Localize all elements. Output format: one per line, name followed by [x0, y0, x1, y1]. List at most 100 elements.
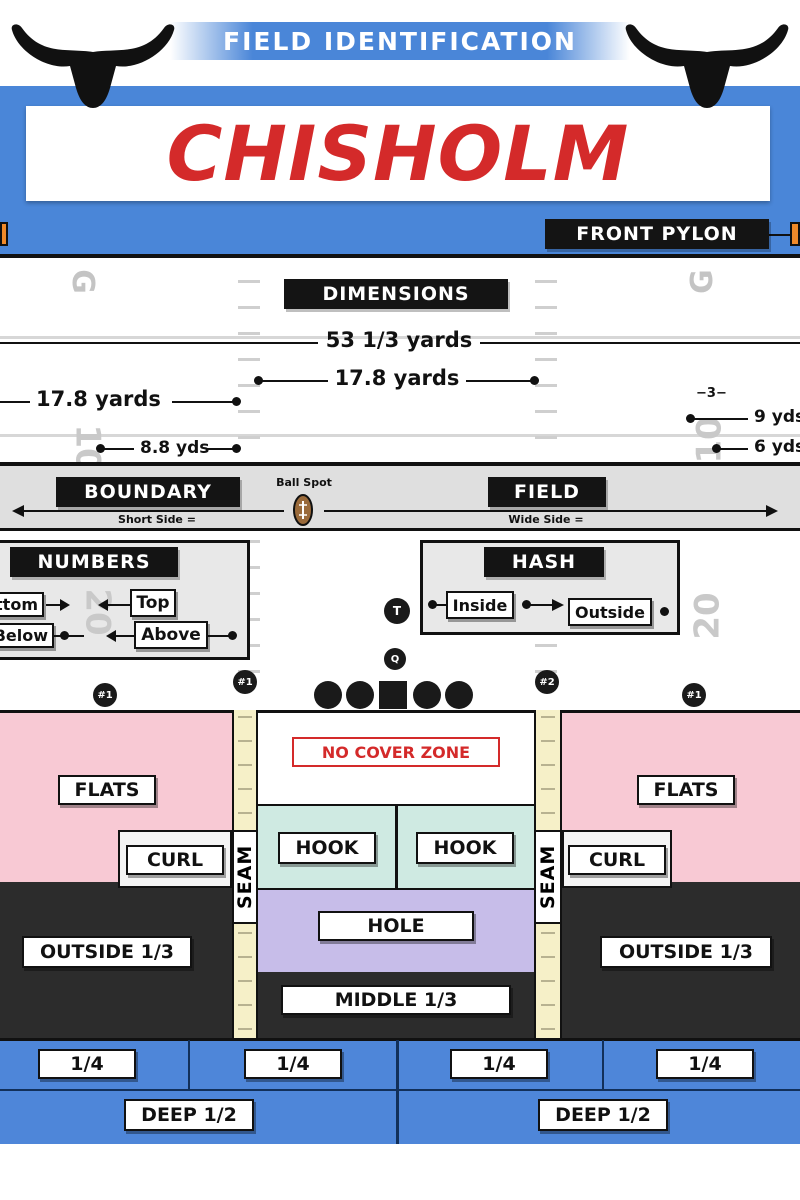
football-icon: [293, 494, 313, 526]
quarter-row-divider: [0, 1089, 800, 1091]
field-width-line: [480, 342, 800, 344]
boundary-label: BOUNDARY: [56, 477, 240, 507]
longhorn-icon: [11, 24, 175, 108]
numbers-to-hash-dot: [232, 397, 241, 406]
yard-number-20: 20: [77, 588, 118, 636]
numbers-bottom-label: Bottom: [0, 592, 44, 617]
yard-number-20: 20: [687, 592, 728, 640]
goal-marker-left: G: [64, 269, 100, 294]
quarter-label: 1/4: [656, 1049, 754, 1079]
right-six-line: [720, 448, 748, 450]
hash-inside-line: [436, 604, 448, 606]
hook-label-right: HOOK: [416, 832, 514, 864]
numbers-offset-line: [206, 448, 234, 450]
numbers-below-label: Below: [0, 623, 54, 648]
field-arrowhead: [766, 505, 778, 517]
middle-third-label: MIDDLE 1/3: [281, 985, 511, 1015]
receiver-badge: #1: [682, 683, 706, 707]
longhorn-icon: [625, 24, 789, 108]
yard-line: [0, 336, 800, 339]
field-label: FIELD: [488, 477, 606, 507]
quarter-divider: [188, 1040, 190, 1090]
hash-width-label: 17.8 yards: [334, 366, 460, 390]
right-nine-label: 9 yds: [754, 407, 800, 427]
lineman: [346, 681, 374, 709]
right-nine-line: [694, 418, 748, 420]
left-pylon: [0, 222, 8, 246]
hash-inside-dot: [428, 600, 437, 609]
right-top-mark: −3−: [696, 386, 727, 401]
right-pylon: [790, 222, 800, 246]
field-width-label: 53 1/3 yards: [325, 328, 473, 352]
flats-label-right: FLATS: [637, 775, 735, 805]
half-divider: [396, 1040, 399, 1144]
numbers-heading: NUMBERS: [10, 547, 178, 577]
hash-width-line: [466, 380, 532, 382]
hash-width-line: [262, 380, 328, 382]
hash-width-dot: [530, 376, 539, 385]
front-pylon-pointer: [766, 234, 790, 236]
numbers-offset-line: [104, 448, 134, 450]
arrowhead: [552, 599, 564, 611]
numbers-to-hash-line: [172, 401, 234, 403]
lineman: [445, 681, 473, 709]
quarter-label: 1/4: [450, 1049, 548, 1079]
no-cover-zone-label: NO COVER ZONE: [292, 737, 500, 767]
numbers-below-line: [54, 635, 84, 637]
numbers-above-line: [208, 635, 230, 637]
curl-label-left: CURL: [126, 845, 224, 875]
lineman: [413, 681, 441, 709]
numbers-above-dot: [228, 631, 237, 640]
arrowhead: [98, 599, 108, 611]
numbers-to-hash-label: 17.8 yards: [36, 387, 161, 411]
page-title: CHISHOLM: [166, 109, 630, 198]
hash-inside-label: Inside: [446, 591, 514, 619]
field-width-line: [0, 342, 318, 344]
boundary-sub-label: Short Side =: [96, 513, 218, 526]
section-divider: [0, 528, 800, 531]
tight-end-badge: T: [384, 598, 410, 624]
right-six-label: 6 yds: [754, 437, 800, 457]
field-sub-label: Wide Side =: [488, 513, 604, 526]
receiver-badge: #1: [93, 683, 117, 707]
quarter-divider: [602, 1040, 604, 1090]
header: CHISHOLM FIELD IDENTIFICATION FRONT PYLO…: [0, 0, 800, 258]
yard-number-10: 10: [689, 416, 730, 464]
outside-third-label-left: OUTSIDE 1/3: [22, 936, 192, 968]
outside-third-label-right: OUTSIDE 1/3: [600, 936, 772, 968]
ball-spot-label: Ball Spot: [276, 476, 332, 489]
hook-divider: [395, 804, 398, 890]
numbers-top-label: Top: [130, 589, 176, 617]
quarterback-badge: Q: [384, 648, 406, 670]
seam-label-left: SEAM: [232, 830, 258, 924]
hole-label: HOLE: [318, 911, 474, 941]
hook-label-left: HOOK: [278, 832, 376, 864]
banner-title: FIELD IDENTIFICATION: [223, 26, 577, 56]
numbers-bottom-arrow: [46, 604, 62, 606]
arrowhead: [106, 630, 116, 642]
goal-marker-right: G: [684, 269, 720, 294]
boundary-arrow: [20, 510, 284, 512]
deep-half-label-right: DEEP 1/2: [538, 1099, 668, 1131]
receiver-badge: #1: [233, 670, 257, 694]
header-divider: [0, 254, 800, 258]
receiver-badge: #2: [535, 670, 559, 694]
title-box: [26, 106, 770, 201]
numbers-offset-dot: [232, 444, 241, 453]
right-six-dot: [712, 444, 721, 453]
right-nine-dot: [686, 414, 695, 423]
hash-outside-label: Outside: [568, 598, 652, 626]
numbers-to-hash-line: [0, 401, 30, 403]
hash-heading: HASH: [484, 547, 604, 577]
dimensions-heading: DIMENSIONS: [284, 279, 508, 309]
front-pylon-label: FRONT PYLON: [545, 219, 769, 249]
arrowhead: [60, 599, 70, 611]
quarter-label: 1/4: [244, 1049, 342, 1079]
numbers-top-arrow: [106, 604, 132, 606]
numbers-above-arrow: [114, 635, 136, 637]
center-lineman: [379, 681, 407, 709]
banner-glow: [170, 22, 630, 60]
curl-label-right: CURL: [568, 845, 666, 875]
quarter-label: 1/4: [38, 1049, 136, 1079]
seam-label-right: SEAM: [534, 830, 562, 924]
